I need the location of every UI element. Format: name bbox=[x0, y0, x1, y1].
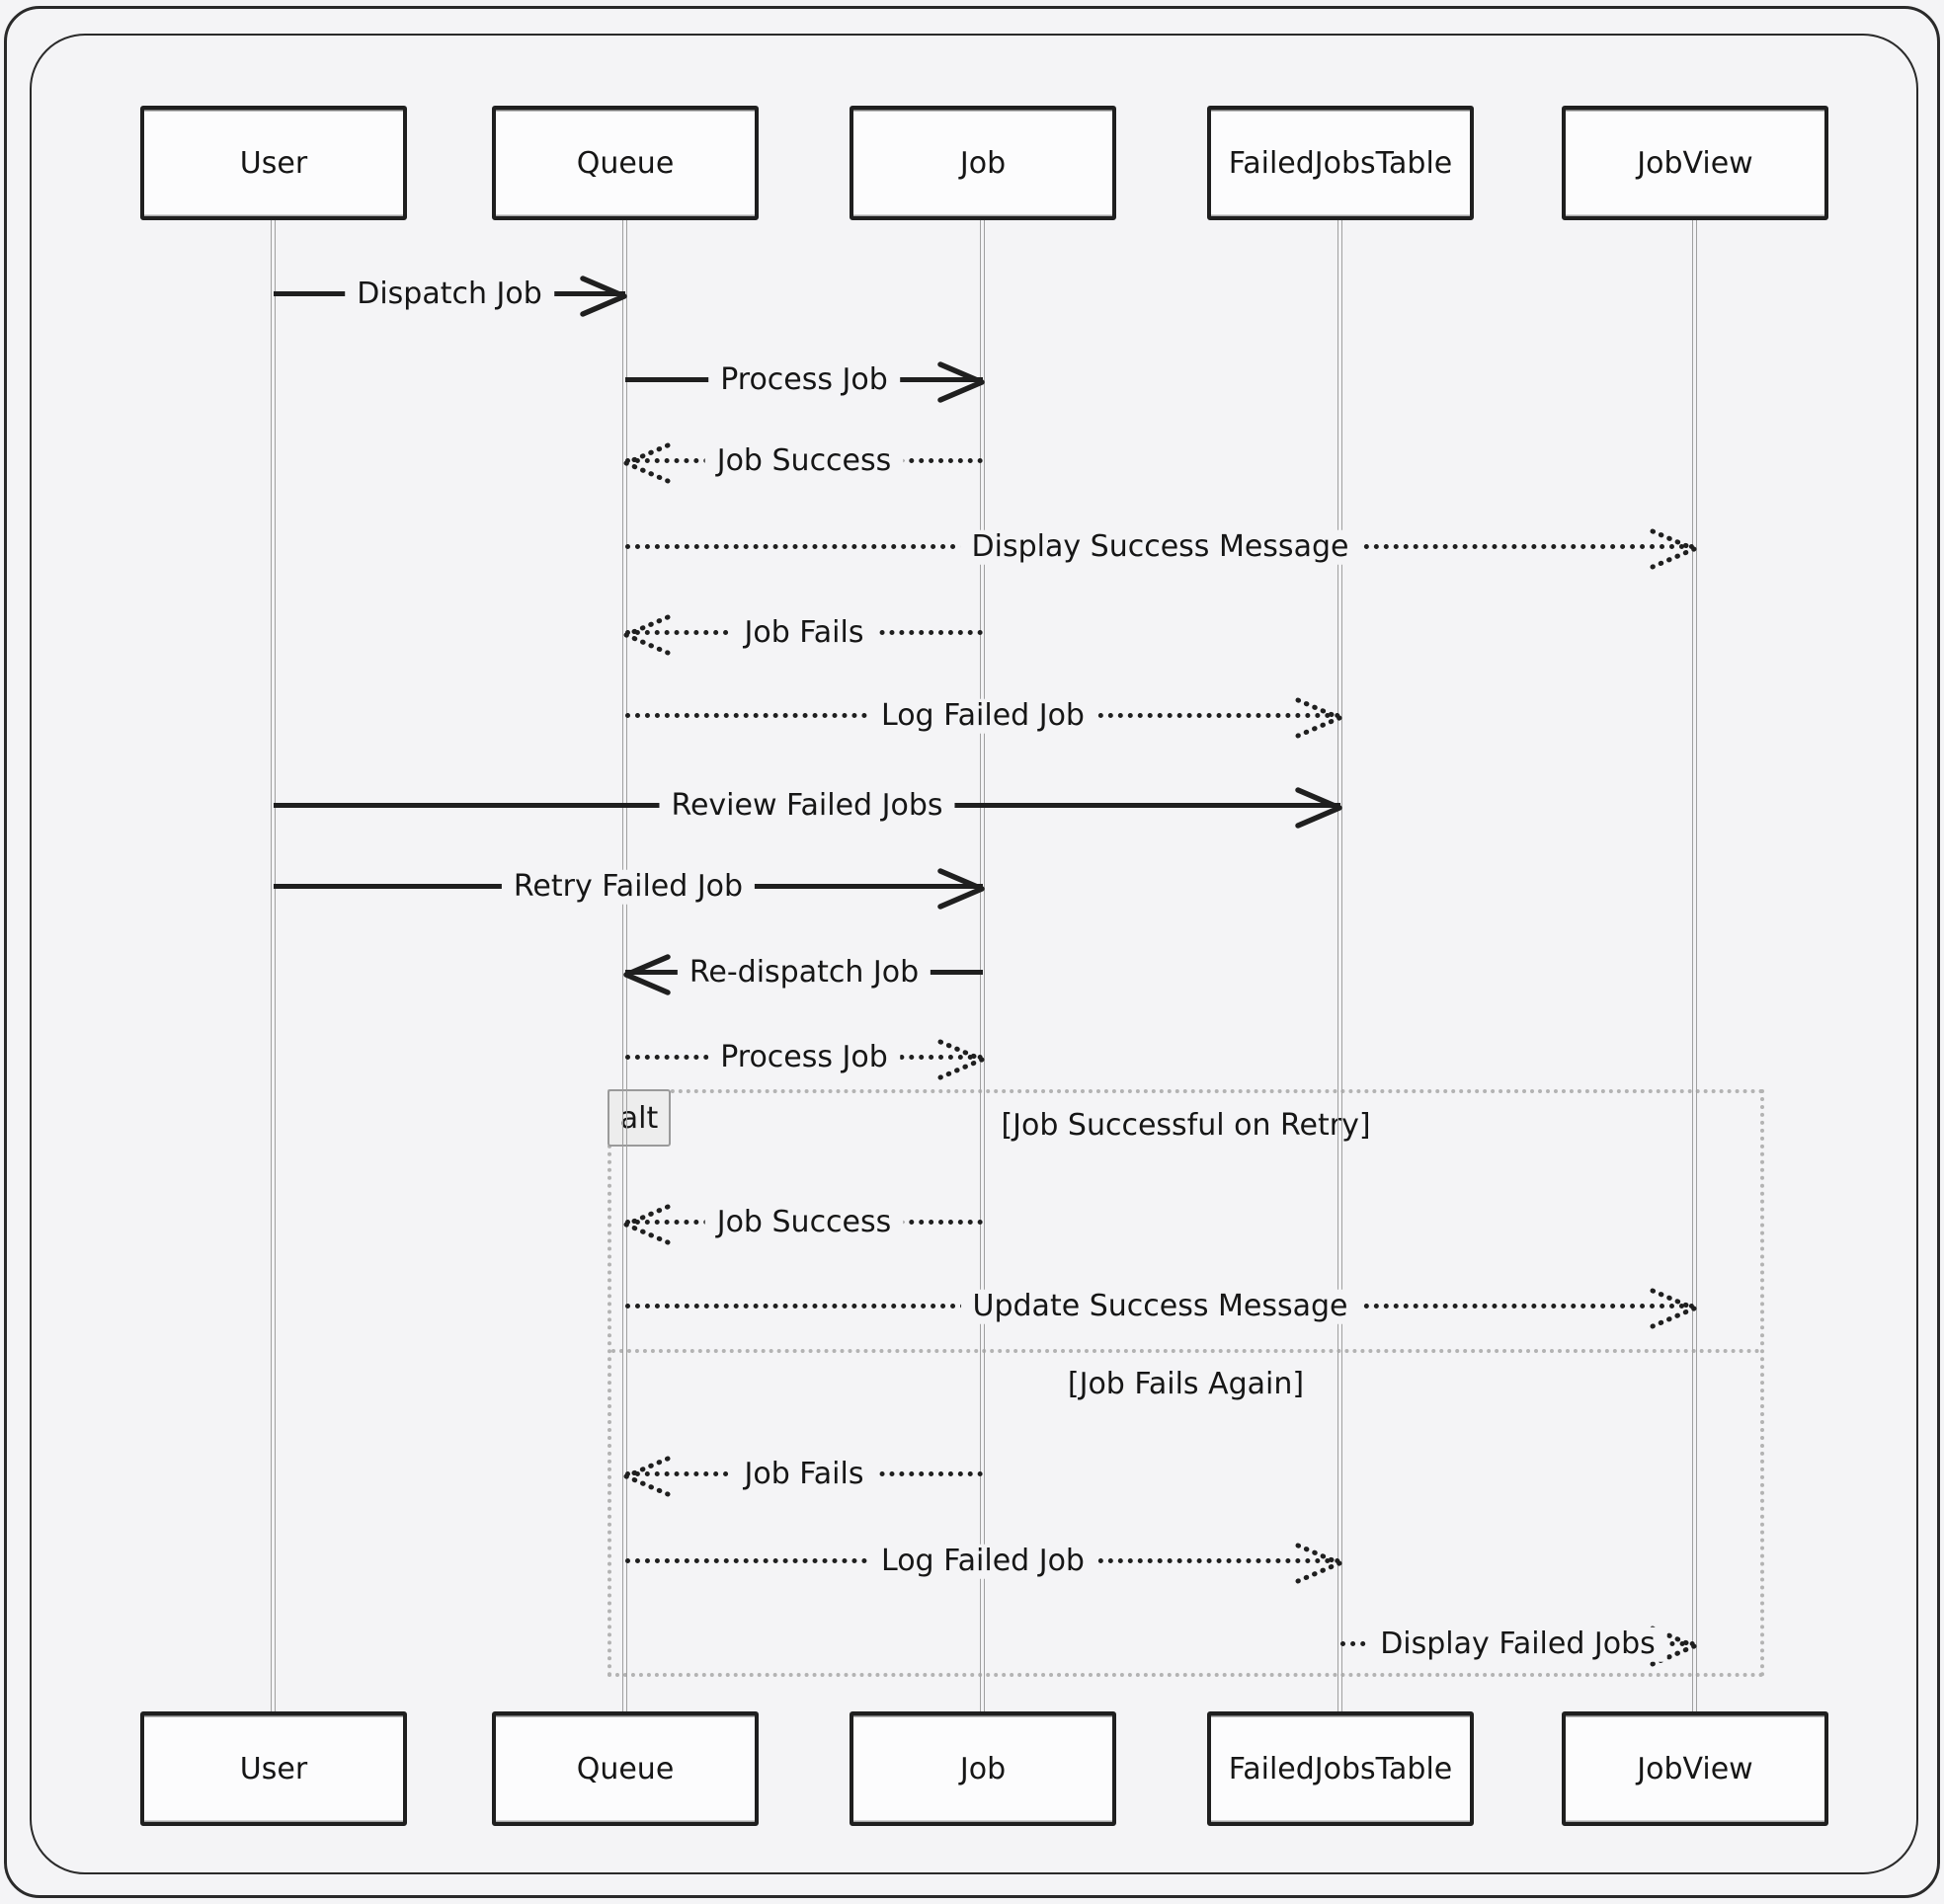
message-job-fails-2: Job Fails bbox=[623, 1456, 983, 1497]
lifeline-jobview bbox=[1692, 218, 1697, 1713]
alt-divider bbox=[611, 1349, 1760, 1353]
message-label: Job Fails bbox=[732, 615, 876, 651]
message-log-failed-job-2: Log Failed Job bbox=[625, 1543, 1342, 1584]
arrowhead-icon bbox=[1295, 1543, 1342, 1584]
actor-box-user-top: User bbox=[140, 106, 407, 220]
arrowhead-icon bbox=[623, 442, 671, 484]
actor-box-job-top: Job bbox=[850, 106, 1116, 220]
arrowhead-icon bbox=[937, 1039, 985, 1080]
message-retry-failed-job: Retry Failed Job bbox=[274, 868, 985, 910]
arrowhead-icon bbox=[580, 276, 627, 317]
message-label: Log Failed Job bbox=[869, 1544, 1096, 1579]
arrowhead-icon bbox=[623, 1456, 671, 1497]
arrowhead-icon bbox=[937, 361, 985, 403]
actor-box-queue-bottom: Queue bbox=[492, 1711, 759, 1826]
arrowhead-icon bbox=[1650, 1626, 1697, 1667]
alt-fragment: alt [Job Successful on Retry] [Job Fails… bbox=[608, 1089, 1764, 1677]
message-label: Job Success bbox=[704, 1205, 904, 1240]
message-dispatch-job: Dispatch Job bbox=[274, 276, 627, 317]
lifeline-user bbox=[271, 218, 276, 1713]
message-job-fails-1: Job Fails bbox=[623, 614, 983, 656]
arrowhead-icon bbox=[1295, 697, 1342, 739]
message-update-success-message: Update Success Message bbox=[625, 1288, 1697, 1329]
message-label: Dispatch Job bbox=[345, 277, 554, 312]
message-label: Review Failed Jobs bbox=[659, 788, 955, 824]
arrowhead-icon bbox=[1295, 787, 1342, 829]
actor-box-user-bottom: User bbox=[140, 1711, 407, 1826]
actor-box-failedjobstable-bottom: FailedJobsTable bbox=[1207, 1711, 1474, 1826]
alt-condition-fails: [Job Fails Again] bbox=[1067, 1367, 1305, 1401]
actor-box-job-bottom: Job bbox=[850, 1711, 1116, 1826]
arrowhead-icon bbox=[937, 868, 985, 910]
message-label: Update Success Message bbox=[960, 1289, 1360, 1324]
lifeline-queue bbox=[622, 218, 627, 1713]
alt-condition-success: [Job Successful on Retry] bbox=[1001, 1108, 1371, 1143]
actor-box-jobview-top: JobView bbox=[1562, 106, 1828, 220]
message-process-job-2: Process Job bbox=[625, 1039, 985, 1080]
message-label: Display Success Message bbox=[959, 529, 1361, 565]
message-job-success-1: Job Success bbox=[623, 442, 983, 484]
message-label: Job Success bbox=[704, 443, 904, 479]
actor-box-jobview-bottom: JobView bbox=[1562, 1711, 1828, 1826]
message-label: Process Job bbox=[708, 362, 900, 398]
message-job-success-2: Job Success bbox=[623, 1204, 983, 1245]
message-review-failed-jobs: Review Failed Jobs bbox=[274, 787, 1342, 829]
message-display-failed-jobs: Display Failed Jobs bbox=[1340, 1626, 1697, 1667]
message-label: Process Job bbox=[708, 1040, 900, 1075]
arrowhead-icon bbox=[623, 1204, 671, 1245]
message-label: Retry Failed Job bbox=[501, 869, 756, 905]
message-label: Display Failed Jobs bbox=[1368, 1626, 1667, 1662]
message-display-success-message: Display Success Message bbox=[625, 528, 1697, 570]
arrowhead-icon bbox=[623, 954, 671, 995]
arrowhead-icon bbox=[623, 614, 671, 656]
message-label: Job Fails bbox=[732, 1457, 876, 1492]
message-label: Re-dispatch Job bbox=[677, 955, 932, 991]
actor-box-failedjobstable-top: FailedJobsTable bbox=[1207, 106, 1474, 220]
message-label: Log Failed Job bbox=[869, 698, 1096, 734]
lifeline-job bbox=[980, 218, 985, 1713]
arrowhead-icon bbox=[1650, 528, 1697, 570]
lifeline-failedjobstable bbox=[1337, 218, 1342, 1713]
message-redispatch-job: Re-dispatch Job bbox=[623, 954, 983, 995]
actor-box-queue-top: Queue bbox=[492, 106, 759, 220]
arrowhead-icon bbox=[1650, 1288, 1697, 1329]
message-log-failed-job-1: Log Failed Job bbox=[625, 697, 1342, 739]
message-process-job-1: Process Job bbox=[625, 361, 985, 403]
